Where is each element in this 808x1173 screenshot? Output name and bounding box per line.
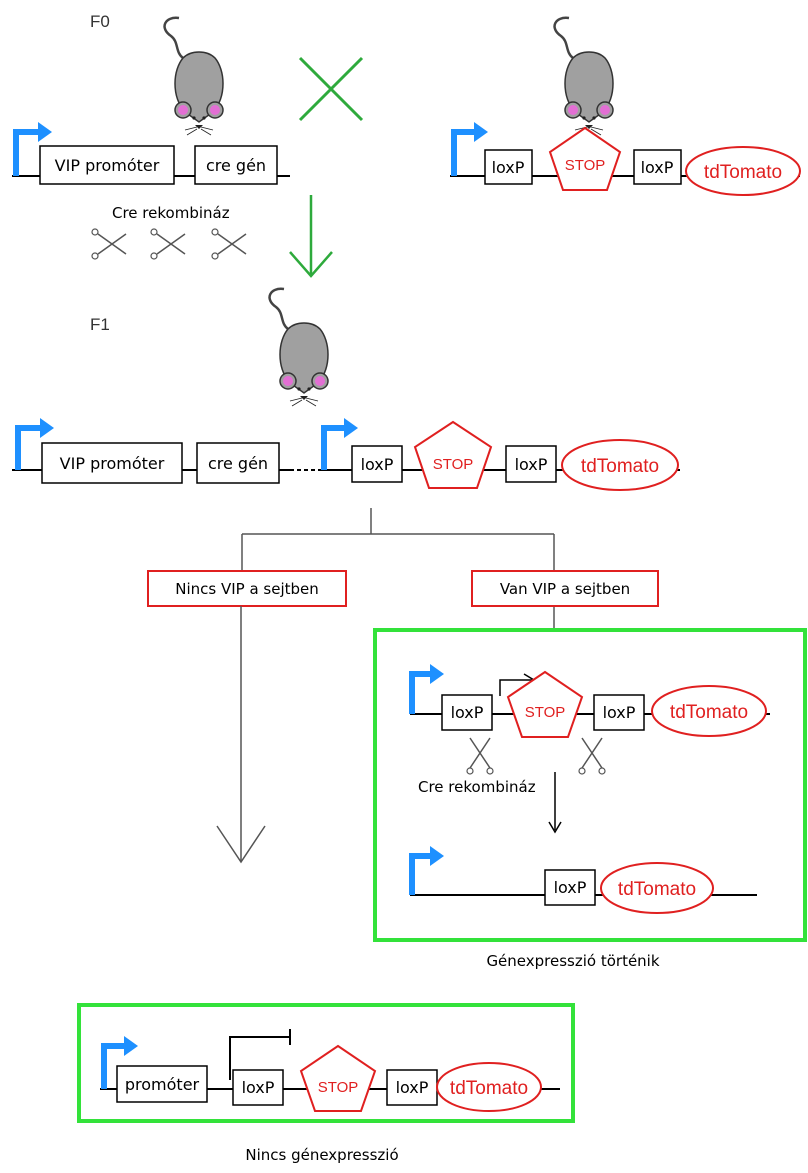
cre-recombinase-label-mid: Cre rekombináz [418,778,536,796]
stop-pentagon-icon [413,420,493,489]
stop-pentagon-icon [506,670,584,738]
construct-f1-combined: VIP promóter cre gén loxP STOP loxP tdTo… [12,418,680,491]
tdtomato-label: tdTomato [704,162,782,183]
vip-promoter-box [41,442,183,484]
stop-label: STOP [525,704,566,721]
condition-box-vip [471,570,659,607]
branch-lines [241,508,555,630]
loxp-box [544,869,596,906]
loxp-label: loxP [603,703,636,722]
gen-label-f0: F0 [90,12,110,31]
loxp-label: loxP [451,703,484,722]
tdtomato-ellipse [651,685,767,737]
scissors-icon-5 [578,737,606,775]
gen-label-f1: F1 [90,315,110,334]
cre-gene-box [194,145,278,185]
cre-gene-label: cre gén [208,454,268,473]
promoter-arrow-icon [451,122,488,176]
loxp-label: loxP [361,455,394,474]
down-arrow-icon-no-vip [216,606,266,864]
loxp-box [633,149,682,185]
loxp-box [232,1069,284,1106]
loxp-box [441,694,493,731]
loxp-box [593,694,645,731]
mouse-icon-f0-right [553,16,615,137]
scissors-icon-3 [211,228,247,260]
promoter-label: promóter [125,1075,200,1094]
result-label-no-expression: Nincs génexpresszió [245,1146,398,1164]
tdtomato-ellipse [685,146,801,196]
construct-f0-lox-stop: loxP STOP loxP tdTomato [450,122,801,196]
tdtomato-label: tdTomato [670,702,748,723]
tdtomato-ellipse [561,439,679,491]
construct-vip-after: loxP tdTomato [409,846,757,914]
result-label-expression: Génexpresszió történik [486,952,659,970]
cre-recombinase-label-top: Cre rekombináz [112,204,230,222]
tdtomato-label: tdTomato [618,879,696,900]
vip-promoter-label: VIP promóter [55,156,160,175]
tdtomato-label: tdTomato [581,456,659,477]
loxp-label: loxP [396,1078,429,1097]
condition-box-no-vip [147,570,347,607]
loxp-label: loxP [492,158,525,177]
vip-promoter-label: VIP promóter [60,454,165,473]
construct-f0-vip-cre: VIP promóter cre gén [12,122,290,185]
construct-vip-before: loxP STOP loxP tdTomato [409,664,770,738]
cre-gene-label: cre gén [206,156,266,175]
stop-label: STOP [433,456,474,473]
tdtomato-label: tdTomato [450,1078,528,1099]
stop-pentagon-icon [299,1044,377,1112]
vip-promoter-box [39,145,175,185]
promoter-arrow-icon [409,846,444,895]
promoter-arrow-icon [409,664,444,714]
loxp-box [505,445,557,483]
mouse-icon-f1 [268,287,330,408]
loxp-box [484,149,533,185]
promoter-arrow-icon [13,122,52,176]
promoter-arrow-icon [101,1036,138,1089]
scissors-icon-4 [466,737,494,775]
condition-label-no-vip: Nincs VIP a sejtben [175,580,319,598]
down-arrow-icon-recombination [548,772,562,834]
promoter-arrow-icon [15,418,54,470]
scissors-icon-1 [91,228,127,260]
construct-no-vip: promóter loxP STOP loxP tdTomato [100,1029,560,1112]
promoter-arrow-icon [321,418,358,470]
scissors-icon-2 [150,228,186,260]
tdtomato-ellipse [600,862,714,914]
loxp-label: loxP [242,1078,275,1097]
down-arrow-icon [289,195,333,278]
blocked-transcription-icon [229,1029,291,1080]
promoter-box [116,1065,208,1103]
no-vip-result-panel [77,1003,575,1123]
loxp-box [386,1069,438,1106]
mouse-icon-f0-left [163,16,225,137]
tdtomato-ellipse [436,1062,542,1112]
condition-label-vip: Van VIP a sejtben [500,580,630,598]
stop-label: STOP [318,1079,359,1096]
stop-label: STOP [565,157,606,174]
loxp-box [351,445,403,483]
loxp-label: loxP [554,878,587,897]
stop-pentagon-icon [548,126,622,191]
cross-icon [298,56,364,122]
loxp-label: loxP [641,158,674,177]
cre-gene-box [196,442,280,484]
loxp-label: loxP [515,455,548,474]
vip-result-panel-frame [373,628,807,942]
